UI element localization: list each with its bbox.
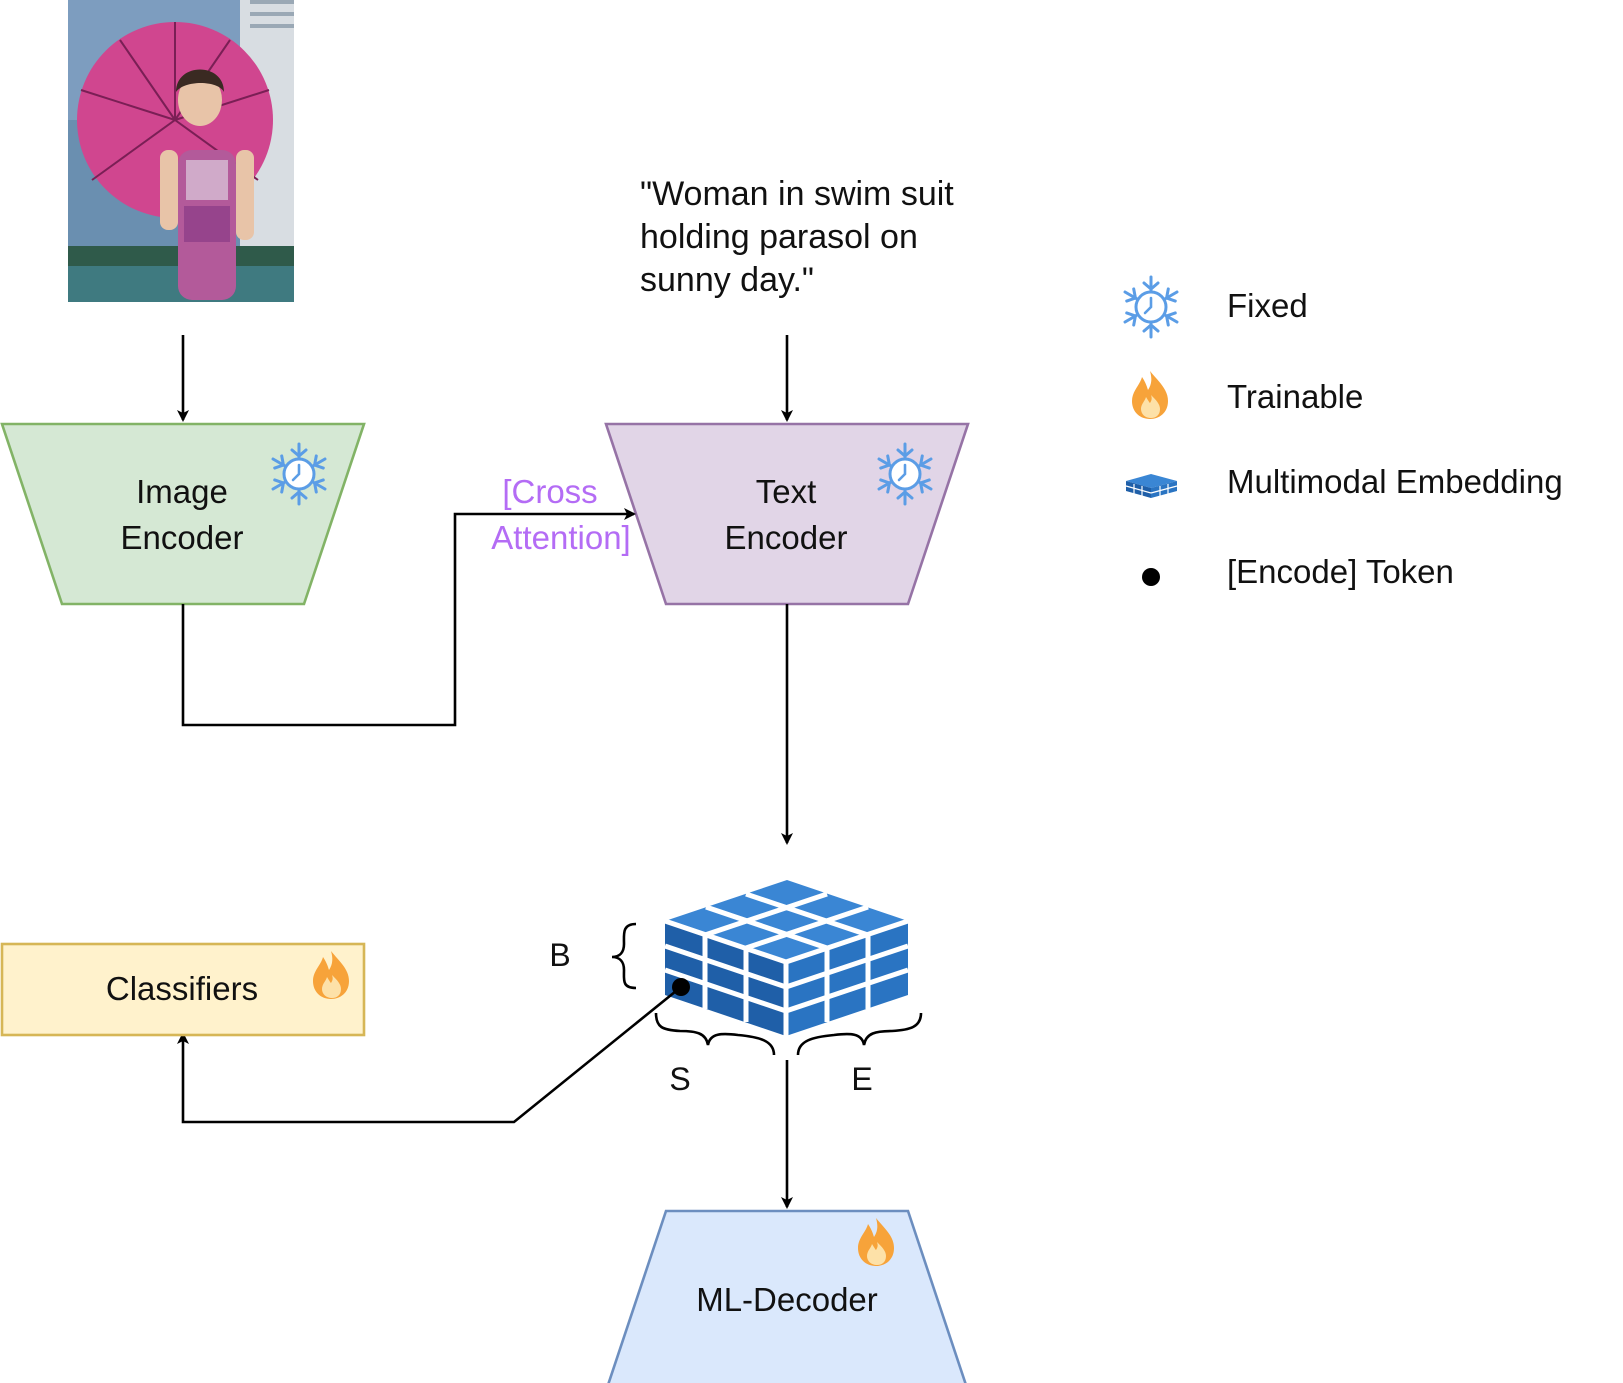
text-encoder-label-line1: Text: [756, 473, 817, 510]
ml-decoder-label: ML-Decoder: [696, 1281, 878, 1318]
image-encoder-label-line1: Image: [136, 473, 228, 510]
text-encoder-label-line2: Encoder: [725, 519, 848, 556]
brace-e: [796, 1012, 923, 1056]
classifiers-label: Classifiers: [106, 970, 258, 1007]
input-photo: [68, 0, 294, 302]
flame-icon: [1132, 371, 1168, 419]
text-encoder: Text Encoder: [604, 422, 970, 606]
cube-grid-icon: [1125, 474, 1178, 498]
dim-label-b: B: [549, 937, 570, 973]
legend: Fixed Trainable Multimodal Embedding: [1120, 275, 1563, 590]
brace-b: [611, 922, 637, 990]
cross-attention-label-line1: [Cross: [502, 473, 597, 510]
image-encoder-label-line2: Encoder: [121, 519, 244, 556]
classifiers-shape: [0, 942, 366, 1037]
multimodal-embedding-cube: [664, 880, 909, 1036]
dot-icon: [1142, 568, 1160, 586]
legend-item-trainable: Trainable: [1132, 371, 1363, 419]
dim-label-s: S: [669, 1061, 690, 1097]
snowflake-clock-icon: [1120, 275, 1182, 339]
legend-label-fixed: Fixed: [1227, 287, 1308, 324]
legend-label-trainable: Trainable: [1227, 378, 1363, 415]
image-encoder-shape: [0, 422, 366, 606]
dim-label-e: E: [851, 1061, 872, 1097]
classifiers-block: Classifiers: [0, 942, 366, 1037]
legend-label-embedding: Multimodal Embedding: [1227, 463, 1563, 500]
cross-attention-arrow: [181, 508, 636, 727]
caption-line-2: holding parasol on: [640, 218, 918, 256]
caption-line-3: sunny day.": [640, 261, 814, 299]
legend-item-fixed: Fixed: [1120, 275, 1308, 339]
caption-line-1: "Woman in swim suit: [640, 175, 954, 213]
brace-s: [654, 1012, 776, 1056]
legend-label-encode-token: [Encode] Token: [1227, 553, 1454, 590]
legend-item-embedding: Multimodal Embedding: [1125, 463, 1563, 500]
text-encoder-shape: [604, 422, 970, 606]
token-to-classifiers-arrow: [177, 985, 682, 1124]
ml-decoder: ML-Decoder: [607, 1209, 967, 1383]
image-encoder: Image Encoder: [0, 422, 366, 606]
input-caption: "Woman in swim suit holding parasol on s…: [640, 175, 954, 299]
cross-attention-label-line2: Attention]: [491, 519, 630, 556]
legend-item-encode-token: [Encode] Token: [1142, 553, 1454, 590]
